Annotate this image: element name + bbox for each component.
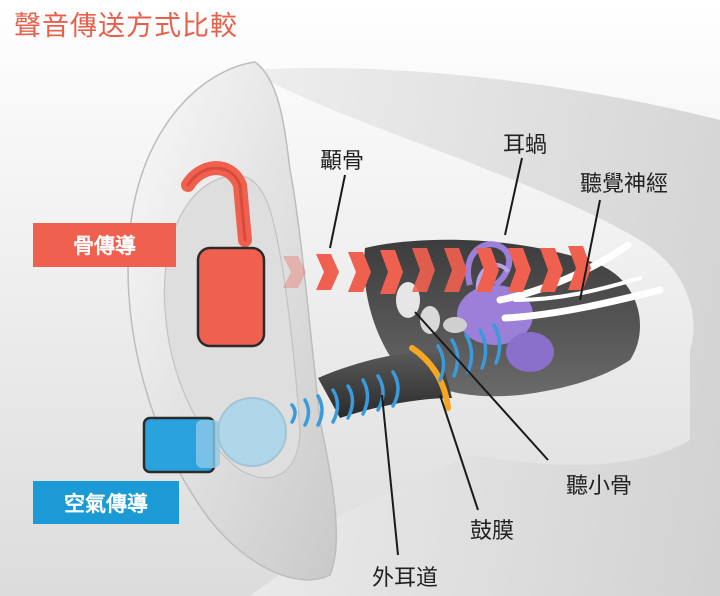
air-conduction-earbud	[142, 397, 287, 474]
air-conduction-tag: 空氣傳導	[33, 481, 179, 524]
head-cross-section	[250, 68, 720, 596]
air-conduction-waves	[290, 323, 502, 427]
cochlea-label: 耳蝸	[503, 133, 548, 158]
bone-conduction-device	[196, 246, 266, 348]
ear-canal-label: 外耳道	[372, 566, 439, 591]
ossicles-label: 聽小骨	[566, 474, 633, 499]
leader-lines	[329, 157, 601, 556]
temporal-bone-label: 顳骨	[320, 149, 365, 174]
eardrum-shape	[409, 345, 451, 411]
auditory-nerve-label: 聽覺神經	[580, 172, 669, 197]
bone-conduction-waves	[283, 246, 591, 294]
bone-conduction-tag: 骨傳導	[33, 223, 176, 267]
auditory-nerve-shape	[496, 241, 664, 322]
eardrum-label: 鼓膜	[470, 519, 515, 544]
page-title: 聲音傳送方式比較	[14, 11, 238, 42]
